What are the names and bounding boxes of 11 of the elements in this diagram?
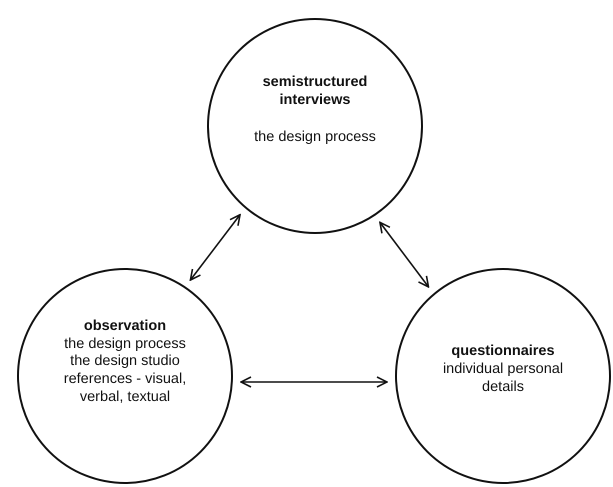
- method-heading: questionnaires: [451, 343, 555, 362]
- method-detail: the design process: [254, 129, 376, 148]
- method-heading: observation: [84, 318, 166, 336]
- double-arrow: [240, 376, 388, 388]
- method-heading: semistructured interviews: [262, 74, 368, 110]
- method-detail: references - visual, verbal, textual: [62, 371, 188, 406]
- double-arrow: [190, 214, 241, 281]
- double-arrow: [379, 222, 430, 288]
- method-detail: the design studio: [70, 353, 180, 372]
- method-detail: individual personal details: [442, 361, 564, 397]
- method-detail: the design process: [64, 336, 186, 354]
